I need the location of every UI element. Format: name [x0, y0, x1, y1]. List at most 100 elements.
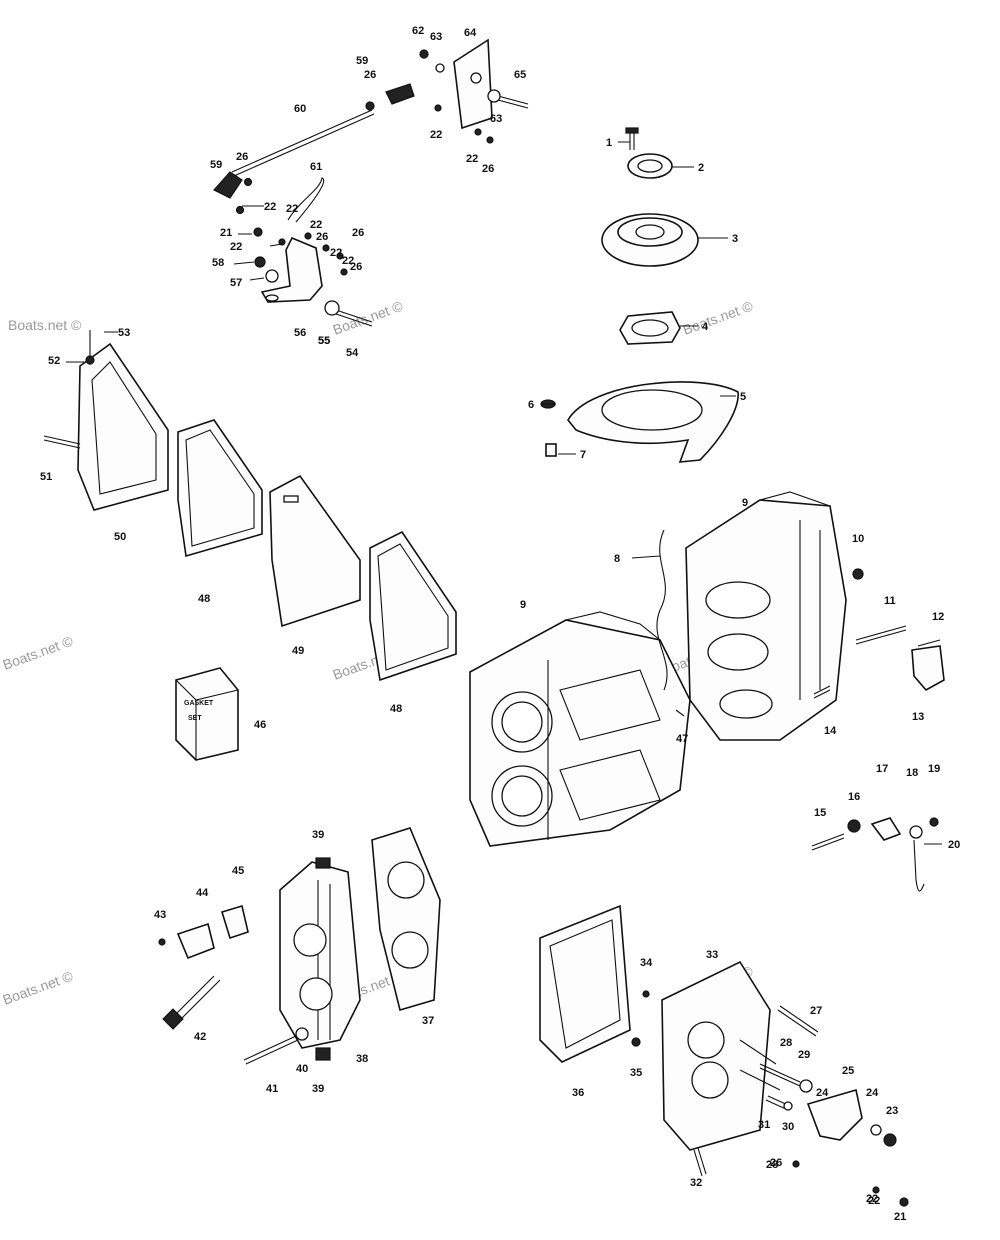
callout-31: 31	[758, 1119, 770, 1131]
callout-43: 43	[154, 909, 166, 921]
watermark-text: Boats.net ©	[8, 317, 82, 333]
callout-35: 35	[630, 1067, 642, 1079]
callout-60: 60	[294, 103, 306, 115]
nut-22	[872, 1186, 880, 1194]
callout-24: 24	[816, 1087, 829, 1099]
washer-57	[265, 269, 279, 283]
nut-58	[254, 256, 266, 268]
lever-25	[806, 1088, 863, 1141]
callout-63: 63	[490, 113, 502, 125]
washer-29	[799, 1079, 813, 1093]
callout-61: 61	[310, 161, 322, 173]
link-rod-edge	[233, 113, 375, 177]
callout-39: 39	[312, 1083, 324, 1095]
washer-63	[435, 63, 445, 73]
callout-22: 22	[230, 241, 242, 253]
callout-18: 18	[906, 767, 918, 779]
link-rod	[231, 109, 373, 173]
washer-55	[324, 300, 340, 316]
crankcase-half-9	[656, 491, 945, 741]
callout-52: 52	[48, 355, 60, 367]
screw-19	[929, 817, 939, 827]
callout-41: 41	[266, 1083, 278, 1095]
callout-17: 17	[876, 763, 888, 775]
bolt-15	[811, 833, 845, 851]
callout-37: 37	[422, 1015, 434, 1027]
transfer-port-covers	[43, 330, 457, 682]
bolt-28	[759, 1063, 801, 1087]
nut	[474, 128, 482, 136]
callout-3: 3	[732, 233, 738, 245]
oil-seal-2-bore	[637, 159, 663, 173]
gasket-36-inner	[549, 919, 621, 1049]
bolt-27	[777, 1005, 819, 1037]
throttle-lever-plate	[260, 236, 323, 303]
cam-link	[385, 83, 415, 105]
callout-44: 44	[196, 887, 209, 899]
leader-lines	[66, 141, 942, 845]
callout-15: 15	[814, 807, 826, 819]
cylinder-head-38	[279, 861, 361, 1049]
screw-54	[335, 309, 373, 327]
callout-48: 48	[390, 703, 402, 715]
callout-48: 48	[198, 593, 210, 605]
dowel-47	[675, 709, 685, 717]
callout-26: 26	[364, 69, 376, 81]
cover-33-boss-1	[687, 1021, 725, 1059]
callout-26: 26	[482, 163, 494, 175]
cylinder-bore-upper-inner	[501, 701, 543, 743]
crankcase-ribs	[799, 520, 821, 700]
bolt-32	[693, 1147, 707, 1177]
callout-10: 10	[852, 533, 864, 545]
washer-24	[870, 1124, 882, 1136]
plug-35	[631, 1037, 641, 1047]
sealing-strip-8	[656, 529, 668, 691]
callout-53: 53	[118, 327, 130, 339]
callout-12: 12	[932, 611, 944, 623]
callout-11: 11	[884, 595, 896, 607]
ball-30	[783, 1101, 793, 1111]
nut	[340, 268, 348, 276]
callout-40: 40	[296, 1063, 308, 1075]
callout-26: 26	[770, 1157, 782, 1169]
callout-22: 22	[286, 203, 298, 215]
callout-26: 26	[316, 231, 328, 243]
callout-57: 57	[230, 277, 242, 289]
cylinder-block-top-edge	[565, 611, 661, 641]
callout-36: 36	[572, 1087, 584, 1099]
callout-22: 22	[866, 1193, 878, 1205]
bracket-hole	[470, 72, 482, 84]
shift-detent-group	[811, 817, 939, 892]
crankcase-top	[759, 491, 831, 507]
pin-34	[642, 990, 650, 998]
callout-7: 7	[580, 449, 586, 461]
callout-23: 23	[886, 1105, 898, 1117]
callout-4: 4	[702, 321, 709, 333]
callout-28: 28	[780, 1037, 792, 1049]
head-gasket-37-hole-1	[387, 861, 425, 899]
callout-63: 63	[430, 31, 442, 43]
plug-10	[852, 568, 864, 580]
callout-26: 26	[352, 227, 364, 239]
port-lower	[559, 749, 661, 821]
nut	[336, 252, 344, 260]
bolt-1	[629, 132, 635, 150]
callout-42: 42	[194, 1031, 206, 1043]
callout-22: 22	[310, 219, 322, 231]
callout-21: 21	[220, 227, 232, 239]
nut	[243, 177, 253, 187]
cover-33-boss-2	[691, 1061, 729, 1099]
plate-5-opening	[601, 389, 703, 431]
nut	[253, 227, 263, 237]
watermark-text: Boats.net ©	[331, 297, 406, 337]
callout-30: 30	[782, 1121, 794, 1133]
upper-bearing-housing-group	[540, 127, 739, 463]
callout-49: 49	[292, 645, 304, 657]
gasket-set-text-1: GASKET	[184, 700, 214, 707]
callout-13: 13	[912, 711, 924, 723]
screw-21	[899, 1197, 909, 1207]
callout-26: 26	[236, 151, 248, 163]
gasket-set-box-46: GASKET SET	[175, 667, 239, 761]
plug-39-bottom	[315, 1047, 331, 1061]
